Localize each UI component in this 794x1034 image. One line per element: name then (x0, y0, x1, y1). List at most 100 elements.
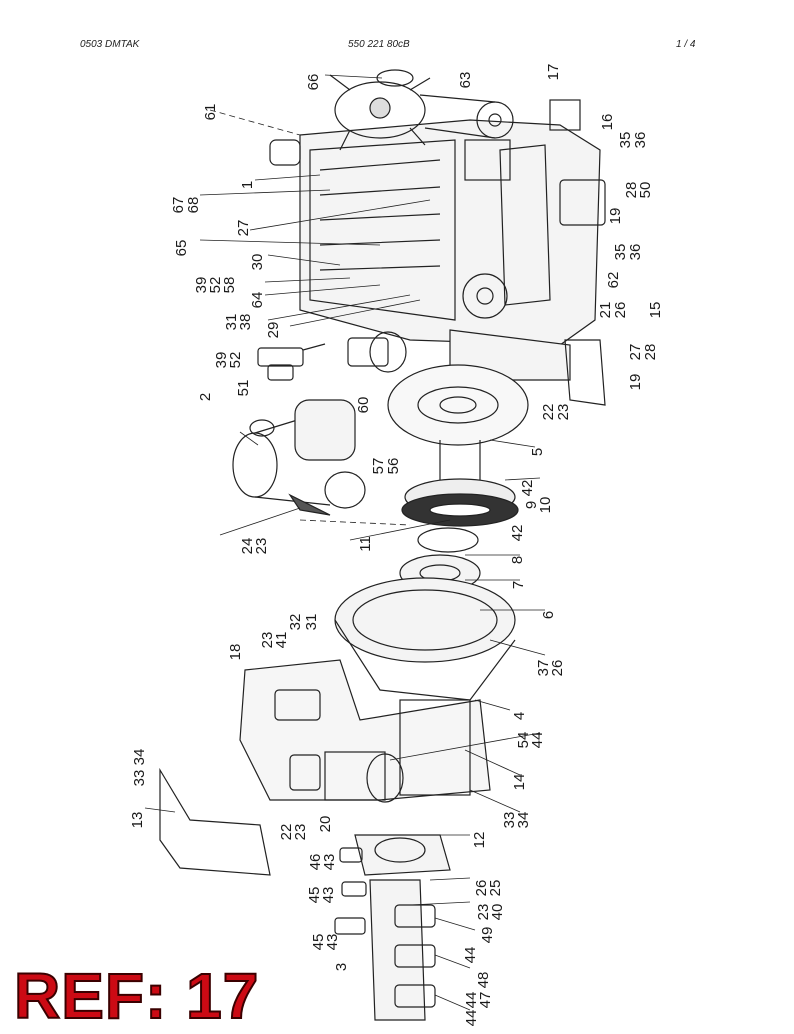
flywheel-disc (387, 364, 529, 527)
callout-number: 54 (515, 732, 532, 749)
callout-number: 28 (642, 344, 659, 361)
callout-number: 10 (537, 497, 554, 514)
callout-number: 36 (627, 244, 644, 261)
callout-number: 14 (511, 774, 528, 791)
callout-number: 41 (273, 632, 290, 649)
cover-plate (159, 767, 271, 876)
callout-number: 21 (597, 302, 614, 319)
callout-number: 34 (131, 749, 148, 766)
callout-number: 29 (265, 322, 282, 339)
callout-number: 44 (463, 992, 480, 1009)
callout-number: 47 (477, 992, 494, 1009)
callout-number: 39 (193, 277, 210, 294)
callout-number: 28 (623, 182, 640, 199)
page-number: 1 / 4 (676, 39, 696, 50)
callout-number: 64 (249, 292, 266, 309)
callout-number: 17 (545, 64, 562, 81)
callout-number: 26 (549, 660, 566, 677)
valve-assembly (257, 343, 326, 381)
callout-number: 8 (509, 556, 526, 564)
callout-number: 51 (235, 380, 252, 397)
callout-number: 31 (223, 314, 240, 331)
callout-number: 25 (487, 880, 504, 897)
callout-number: 62 (605, 272, 622, 289)
callout-number: 22 (540, 404, 557, 421)
callout-number: 34 (515, 812, 532, 829)
callout-number: 36 (632, 132, 649, 149)
callout-number: 32 (287, 614, 304, 631)
callout-number: 13 (129, 812, 146, 829)
callout-number: 11 (357, 536, 374, 552)
callout-number: 50 (637, 182, 654, 199)
callout-number: 31 (303, 614, 320, 631)
callout-number: 61 (202, 104, 219, 121)
callout-number: 43 (321, 854, 338, 871)
callout-number: 44 (463, 1010, 480, 1027)
callout-number: 30 (249, 254, 266, 271)
starter-motor (347, 331, 407, 373)
callout-number: 23 (292, 824, 309, 841)
generator-frame (239, 659, 491, 803)
callout-number: 57 (370, 458, 387, 475)
callout-number: 58 (221, 277, 238, 294)
callout-number: 4 (511, 712, 528, 720)
air-intake-housing (232, 399, 366, 516)
callout-number: 68 (185, 197, 202, 214)
callout-number: 2 (197, 393, 214, 401)
callout-number: 12 (471, 832, 488, 849)
callout-number: 22 (278, 824, 295, 841)
callout-number: 48 (475, 972, 492, 989)
callout-number: 23 (555, 404, 572, 421)
callout-number: 3 (333, 963, 350, 971)
callout-number: 7 (510, 581, 527, 589)
callout-number: 52 (227, 352, 244, 369)
callout-number: 9 (523, 501, 540, 509)
callout-number: 46 (307, 854, 324, 871)
callout-number: 24 (239, 538, 256, 555)
callout-number: 1 (239, 181, 256, 189)
callout-number: 37 (535, 660, 552, 677)
callout-number: 56 (385, 458, 402, 475)
engine-block (269, 99, 606, 346)
callout-number: 52 (207, 277, 224, 294)
callout-number: 66 (305, 74, 322, 91)
callout-number: 63 (457, 72, 474, 89)
bell-housing (334, 577, 516, 701)
callout-number: 39 (213, 352, 230, 369)
callout-number: 44 (529, 732, 546, 749)
callout-number: 27 (235, 220, 252, 237)
callout-number: 20 (317, 816, 334, 833)
callout-number: 45 (310, 934, 327, 951)
callout-number: 67 (170, 197, 187, 214)
callout-number: 19 (607, 208, 624, 225)
callout-number: 19 (627, 374, 644, 391)
callout-number: 42 (519, 480, 536, 497)
callout-number: 35 (617, 132, 634, 149)
callout-number: 23 (253, 538, 270, 555)
manifold-assembly (334, 847, 436, 1021)
callout-number: 35 (612, 244, 629, 261)
callout-number: 44 (462, 947, 479, 964)
callout-number: 23 (475, 904, 492, 921)
callout-number: 60 (355, 397, 372, 414)
flange-plate (354, 834, 451, 876)
callout-number: 43 (324, 934, 341, 951)
callout-number: 27 (627, 344, 644, 361)
callout-number: 33 (501, 812, 518, 829)
part-number: 550 221 80cB (348, 39, 410, 50)
callout-number: 23 (259, 632, 276, 649)
callout-number: 49 (479, 927, 496, 944)
callout-number: 18 (227, 644, 244, 661)
callout-number: 15 (647, 302, 664, 319)
callout-number: 33 (131, 770, 148, 787)
callout-number: 5 (529, 448, 546, 456)
callout-number: 16 (599, 114, 616, 131)
callout-number: 38 (237, 314, 254, 331)
callout-number: 26 (473, 880, 490, 897)
callout-number: 40 (489, 904, 506, 921)
callout-number: 65 (173, 240, 190, 257)
callout-number: 26 (612, 302, 629, 319)
callout-number: 43 (320, 887, 337, 904)
reference-label: REF: 17 (13, 960, 260, 1032)
